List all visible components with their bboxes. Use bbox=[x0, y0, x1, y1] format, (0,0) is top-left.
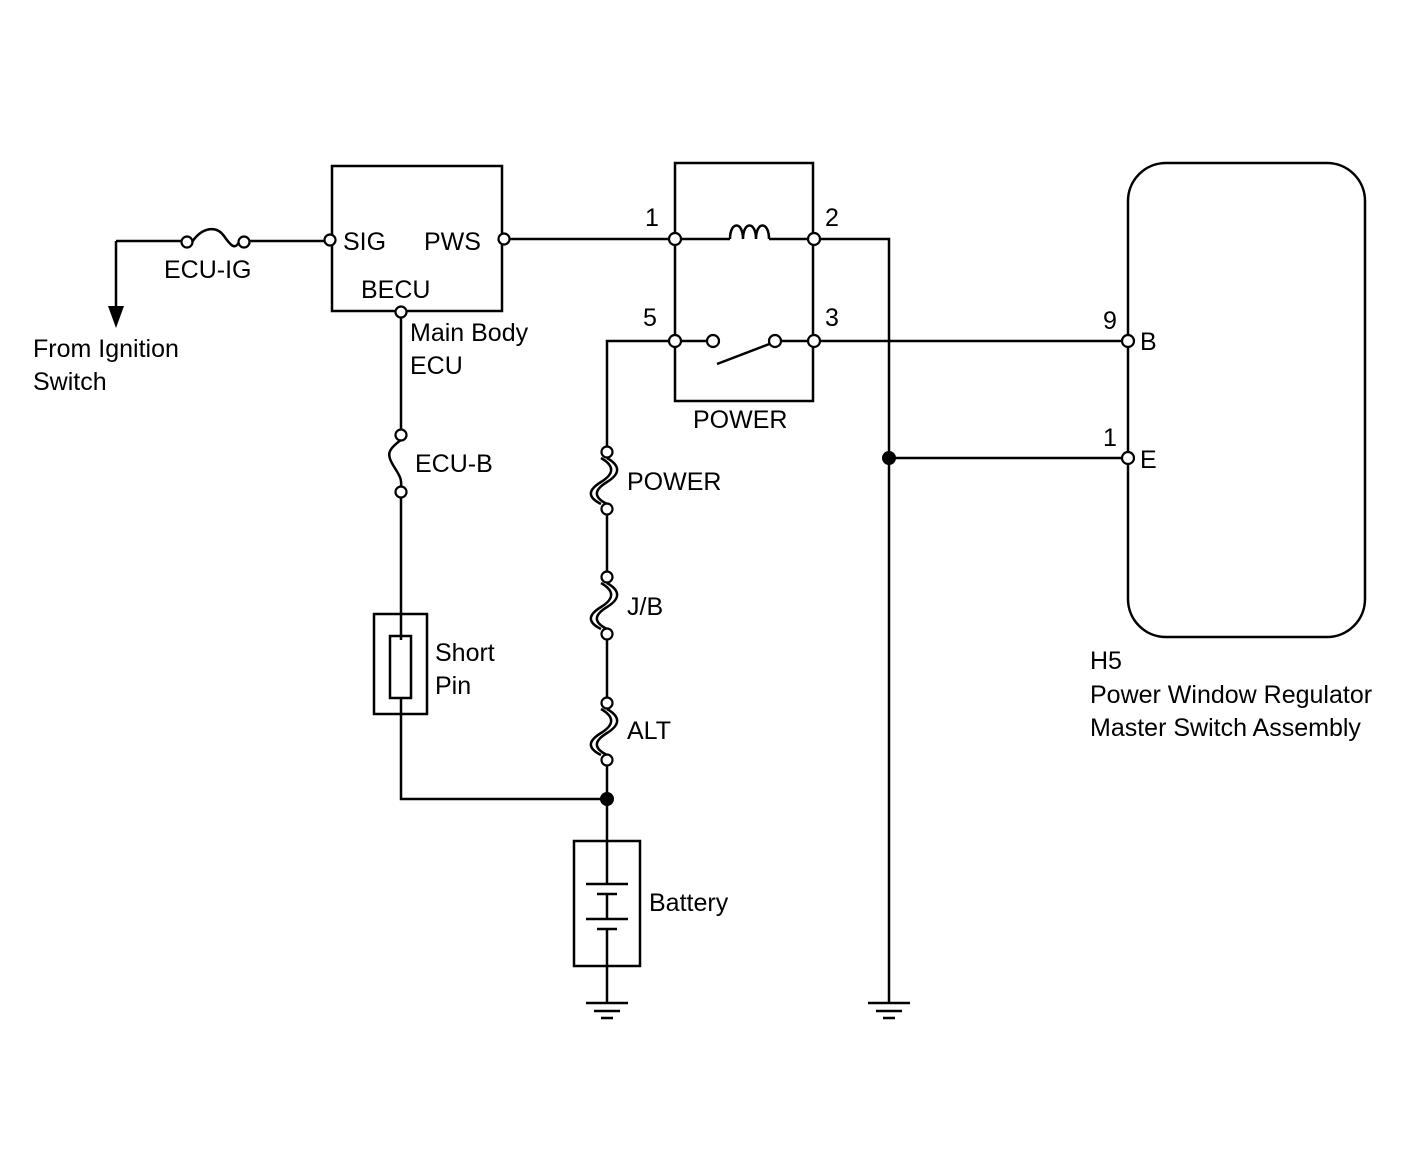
alt-fuse bbox=[589, 696, 619, 767]
ecu-b-label: ECU-B bbox=[415, 450, 493, 478]
ecu-ig-label: ECU-IG bbox=[164, 256, 252, 284]
assembly-label-2: Master Switch Assembly bbox=[1090, 714, 1361, 742]
short-pin-label: Short bbox=[435, 639, 495, 667]
connector-pin-1-label: 1 bbox=[1103, 424, 1117, 452]
pws-label: PWS bbox=[424, 228, 481, 256]
jb-fuse-label: J/B bbox=[627, 593, 663, 621]
ecu-ig-fuse bbox=[180, 228, 251, 249]
ground-icon bbox=[586, 1001, 628, 1020]
relay-name-label: POWER bbox=[693, 406, 787, 434]
becu-label: BECU bbox=[361, 276, 430, 304]
becu-terminal bbox=[394, 305, 408, 319]
pws-terminal bbox=[497, 232, 511, 246]
relay-switch-contact bbox=[716, 341, 773, 366]
assembly-label: Power Window Regulator bbox=[1090, 681, 1372, 709]
master-switch-assembly-box bbox=[1126, 161, 1367, 639]
relay-pin-1-label: 1 bbox=[645, 204, 659, 232]
jb-fuse bbox=[589, 570, 619, 641]
pin-b-label: B bbox=[1140, 328, 1157, 356]
short-pin-label-2: Pin bbox=[435, 672, 471, 700]
from-ignition-label-2: Switch bbox=[33, 368, 107, 396]
ecu-b-fuse bbox=[387, 428, 408, 499]
pin-e-label: E bbox=[1140, 446, 1157, 474]
alt-fuse-label: ALT bbox=[627, 717, 671, 745]
relay-pin-5 bbox=[667, 333, 683, 349]
power-fuse bbox=[589, 445, 619, 516]
down-arrow-icon bbox=[108, 306, 124, 328]
relay-coil bbox=[728, 224, 771, 240]
connector-id-label: H5 bbox=[1090, 647, 1122, 675]
power-fuse-label: POWER bbox=[627, 468, 721, 496]
power-relay-box bbox=[673, 161, 815, 403]
from-ignition-label: From Ignition bbox=[33, 335, 179, 363]
pin-9-b-terminal bbox=[1120, 333, 1136, 349]
battery-label: Battery bbox=[649, 889, 729, 917]
main-body-label-2: ECU bbox=[410, 352, 463, 380]
connector-pin-9-label: 9 bbox=[1103, 307, 1117, 335]
relay-pin-3-label: 3 bbox=[825, 304, 839, 332]
relay-pin-1 bbox=[667, 231, 683, 247]
sig-label: SIG bbox=[343, 228, 386, 256]
relay-pin-5-label: 5 bbox=[643, 304, 657, 332]
relay-pin-2-label: 2 bbox=[825, 204, 839, 232]
relay-pin-2 bbox=[806, 231, 822, 247]
ground-icon bbox=[868, 1001, 910, 1020]
sig-terminal bbox=[323, 233, 337, 247]
battery-symbol bbox=[572, 839, 642, 1003]
ignition-feed bbox=[108, 239, 187, 328]
relay-pin-3 bbox=[806, 333, 822, 349]
main-body-label: Main Body bbox=[410, 319, 529, 347]
pin-1-e-terminal bbox=[1120, 450, 1136, 466]
